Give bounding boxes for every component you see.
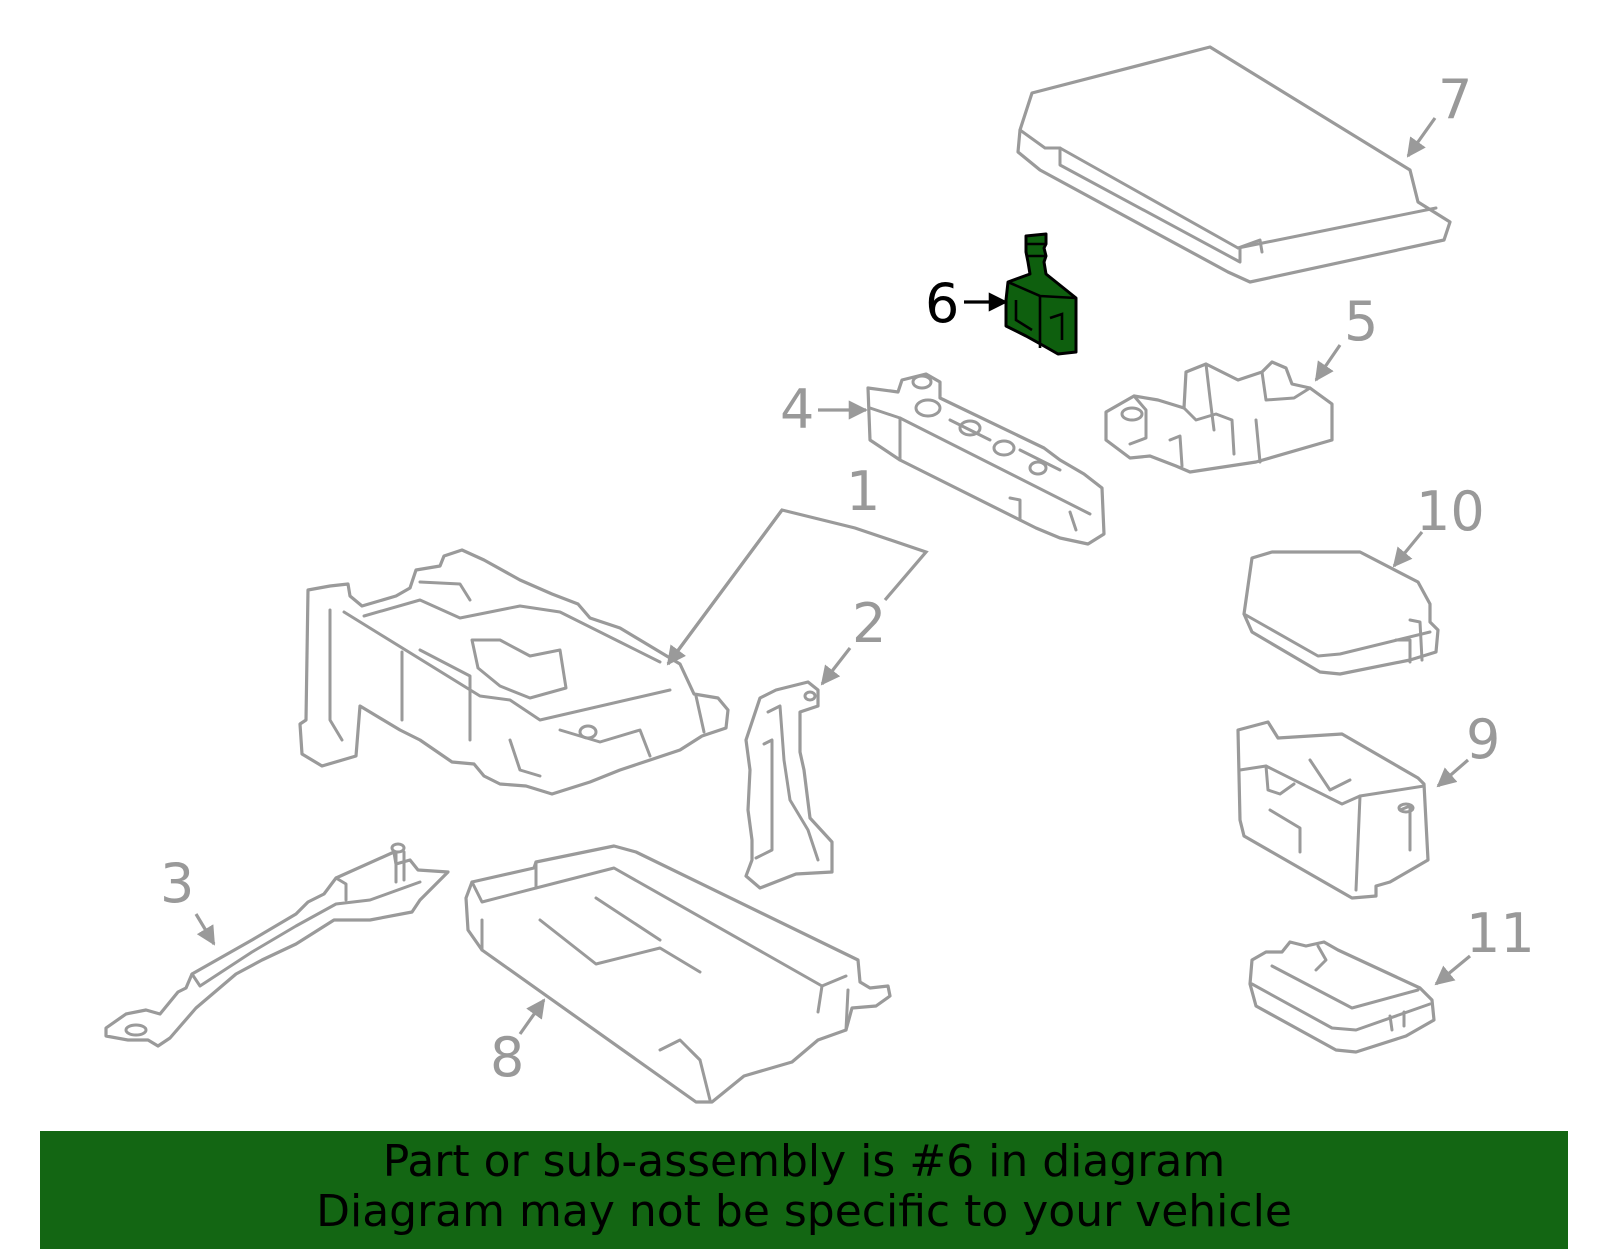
- banner-line-1: Part or sub-assembly is #6 in diagram: [382, 1136, 1226, 1187]
- leader-2: [820, 647, 852, 686]
- callout-6: 6: [925, 272, 959, 335]
- part-10-module[interactable]: [1242, 550, 1440, 676]
- leader-9: [1436, 758, 1470, 788]
- callout-7: 7: [1438, 68, 1472, 131]
- part-6-highlighted[interactable]: [1004, 232, 1078, 356]
- leader-10: [1392, 530, 1424, 568]
- leader-1: [666, 508, 929, 665]
- callout-10: 10: [1416, 480, 1485, 543]
- callout-1: 1: [846, 460, 880, 523]
- leader-8: [518, 998, 546, 1035]
- callout-3: 3: [160, 852, 194, 915]
- part-1-junction-block[interactable]: [298, 548, 730, 796]
- info-banner: Part or sub-assembly is #6 in diagram Di…: [40, 1131, 1568, 1249]
- leader-5: [1314, 344, 1342, 382]
- leader-7: [1406, 117, 1437, 158]
- callout-4: 4: [780, 378, 814, 441]
- part-2-bracket[interactable]: [744, 680, 834, 890]
- leader-3: [194, 913, 216, 946]
- part-9-housing[interactable]: [1236, 720, 1430, 900]
- part-8-tray[interactable]: [464, 844, 892, 1104]
- banner-line-2: Diagram may not be specific to your vehi…: [316, 1186, 1292, 1237]
- part-11-bracket[interactable]: [1248, 940, 1436, 1054]
- part-5-relay-block[interactable]: [1104, 360, 1334, 474]
- leader-lines: [194, 117, 1472, 1035]
- part-4-fuse-holder[interactable]: [866, 372, 1106, 546]
- callout-2: 2: [852, 592, 886, 655]
- part-3-long-bracket[interactable]: [104, 842, 450, 1048]
- callout-9: 9: [1466, 708, 1500, 771]
- callout-11: 11: [1466, 902, 1535, 965]
- callout-5: 5: [1344, 290, 1378, 353]
- part-7-cover[interactable]: [1016, 45, 1452, 284]
- leader-11: [1434, 954, 1472, 986]
- callout-8: 8: [490, 1026, 524, 1089]
- callout-numbers: 7 5 6 4 1 10 2 9 3 11 8: [160, 68, 1535, 1089]
